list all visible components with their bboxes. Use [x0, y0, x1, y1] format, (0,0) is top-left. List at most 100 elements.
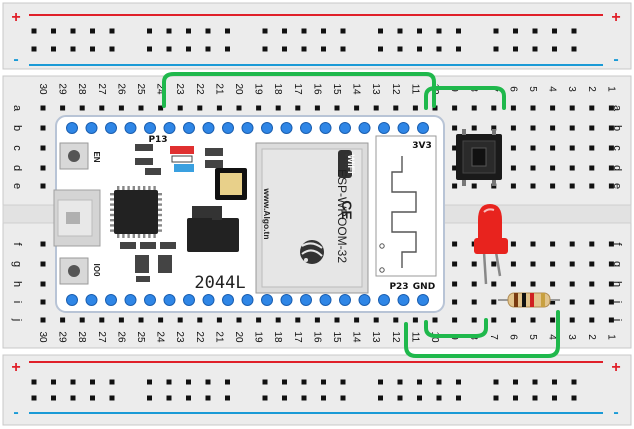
breadboard-hole — [550, 145, 556, 151]
breadboard-hole — [216, 317, 222, 323]
breadboard-hole — [510, 105, 516, 111]
rail-hole — [109, 28, 115, 34]
column-number: 7 — [488, 334, 499, 340]
rail-hole — [90, 379, 95, 385]
rail-hole — [378, 395, 383, 401]
column-number: 13 — [370, 83, 381, 95]
breadboard-hole — [393, 105, 399, 111]
rail-hole — [282, 395, 287, 401]
pin-p23-label: P23 — [389, 282, 408, 292]
rail-hole — [436, 28, 442, 34]
rail-hole — [378, 379, 383, 385]
rail-minus-label: - — [613, 51, 618, 68]
module-name: ESP-WROOM-32 — [335, 169, 349, 263]
rail-hole — [378, 28, 383, 34]
column-number: 19 — [253, 83, 264, 95]
esp32-pin — [124, 122, 137, 134]
breadboard-hole — [550, 183, 556, 189]
esp32-pin — [66, 294, 78, 306]
column-number: 30 — [37, 83, 48, 95]
rail-hole — [340, 379, 346, 385]
esp32-pin — [300, 294, 312, 306]
rail-hole — [186, 379, 191, 385]
rail-hole — [340, 46, 346, 52]
breadboard-hole — [589, 241, 595, 247]
rail-hole — [109, 379, 115, 385]
breadboard-hole — [569, 317, 575, 323]
breadboard-hole — [118, 317, 124, 323]
rail-hole — [262, 28, 268, 34]
breadboard-hole — [589, 299, 595, 305]
breadboard-hole — [589, 165, 595, 171]
rail-hole — [225, 379, 230, 385]
breadboard-hole — [569, 281, 575, 287]
breadboard-hole — [79, 105, 85, 111]
rail-hole — [31, 28, 37, 34]
column-number: 23 — [174, 331, 185, 343]
column-number: 3 — [566, 334, 577, 340]
esp32-pin — [300, 122, 312, 134]
row-letter: d — [11, 165, 23, 171]
breadboard-hole — [550, 241, 556, 247]
row-letter: b — [611, 125, 623, 131]
rail-hole — [493, 395, 499, 401]
breadboard-hole — [510, 241, 516, 247]
rail-hole — [282, 379, 287, 385]
breadboard-hole — [256, 317, 262, 323]
breadboard-hole — [275, 105, 281, 111]
column-number: 15 — [331, 331, 342, 343]
esp32-pin — [66, 122, 78, 134]
breadboard-hole — [608, 165, 614, 171]
column-number: 22 — [194, 331, 205, 343]
rail-hole — [147, 395, 152, 401]
breadboard-hole — [550, 281, 556, 287]
breadboard-hole — [569, 241, 575, 247]
pin-gnd-label: GND — [413, 282, 435, 292]
esp32-pin — [339, 294, 351, 306]
esp32-pin — [378, 122, 390, 134]
rail-hole — [513, 395, 518, 401]
rail-hole — [321, 395, 326, 401]
rail-hole — [301, 395, 307, 401]
rail-hole — [51, 28, 56, 34]
column-number: 5 — [527, 86, 538, 92]
voltage-regulator: 2044L — [187, 206, 246, 293]
breadboard-hole — [491, 125, 497, 131]
breadboard-hole — [608, 317, 614, 323]
breadboard-hole — [177, 105, 183, 111]
rail-hole — [70, 46, 76, 52]
breadboard-hole — [373, 317, 379, 323]
rail-hole — [205, 46, 211, 52]
column-number: 11 — [409, 332, 420, 343]
rail-hole — [301, 46, 307, 52]
breadboard-hole — [99, 105, 105, 111]
column-number: 11 — [409, 84, 420, 95]
breadboard-hole — [432, 317, 438, 323]
breadboard-hole — [432, 105, 438, 111]
rail-hole — [70, 28, 76, 34]
breadboard-hole — [589, 183, 595, 189]
breadboard-hole — [608, 125, 614, 131]
breadboard-hole — [569, 183, 575, 189]
rail-hole — [571, 379, 577, 385]
breadboard-hole — [510, 261, 516, 267]
row-letter: c — [611, 145, 623, 151]
rail-minus-label: - — [13, 51, 18, 68]
breadboard-hole — [569, 261, 575, 267]
esp32-pin — [85, 294, 98, 306]
rail-hole — [456, 46, 461, 52]
breadboard-hole — [471, 125, 477, 131]
rail-hole — [90, 395, 95, 401]
breadboard-hole — [452, 261, 458, 267]
column-number: 20 — [233, 83, 244, 95]
column-number: 16 — [311, 83, 322, 95]
column-number: 20 — [233, 331, 244, 343]
esp-wroom-module: WiFi WiFi CE ESP-WROOM-32 www.Algo.tn — [255, 142, 369, 294]
breadboard-hole — [491, 105, 497, 111]
column-number: 24 — [155, 83, 166, 95]
row-letter: j — [611, 318, 623, 321]
rail-hole — [166, 46, 172, 52]
row-letter: g — [11, 261, 23, 267]
rail-hole — [262, 379, 268, 385]
breadboard-hole — [530, 241, 536, 247]
